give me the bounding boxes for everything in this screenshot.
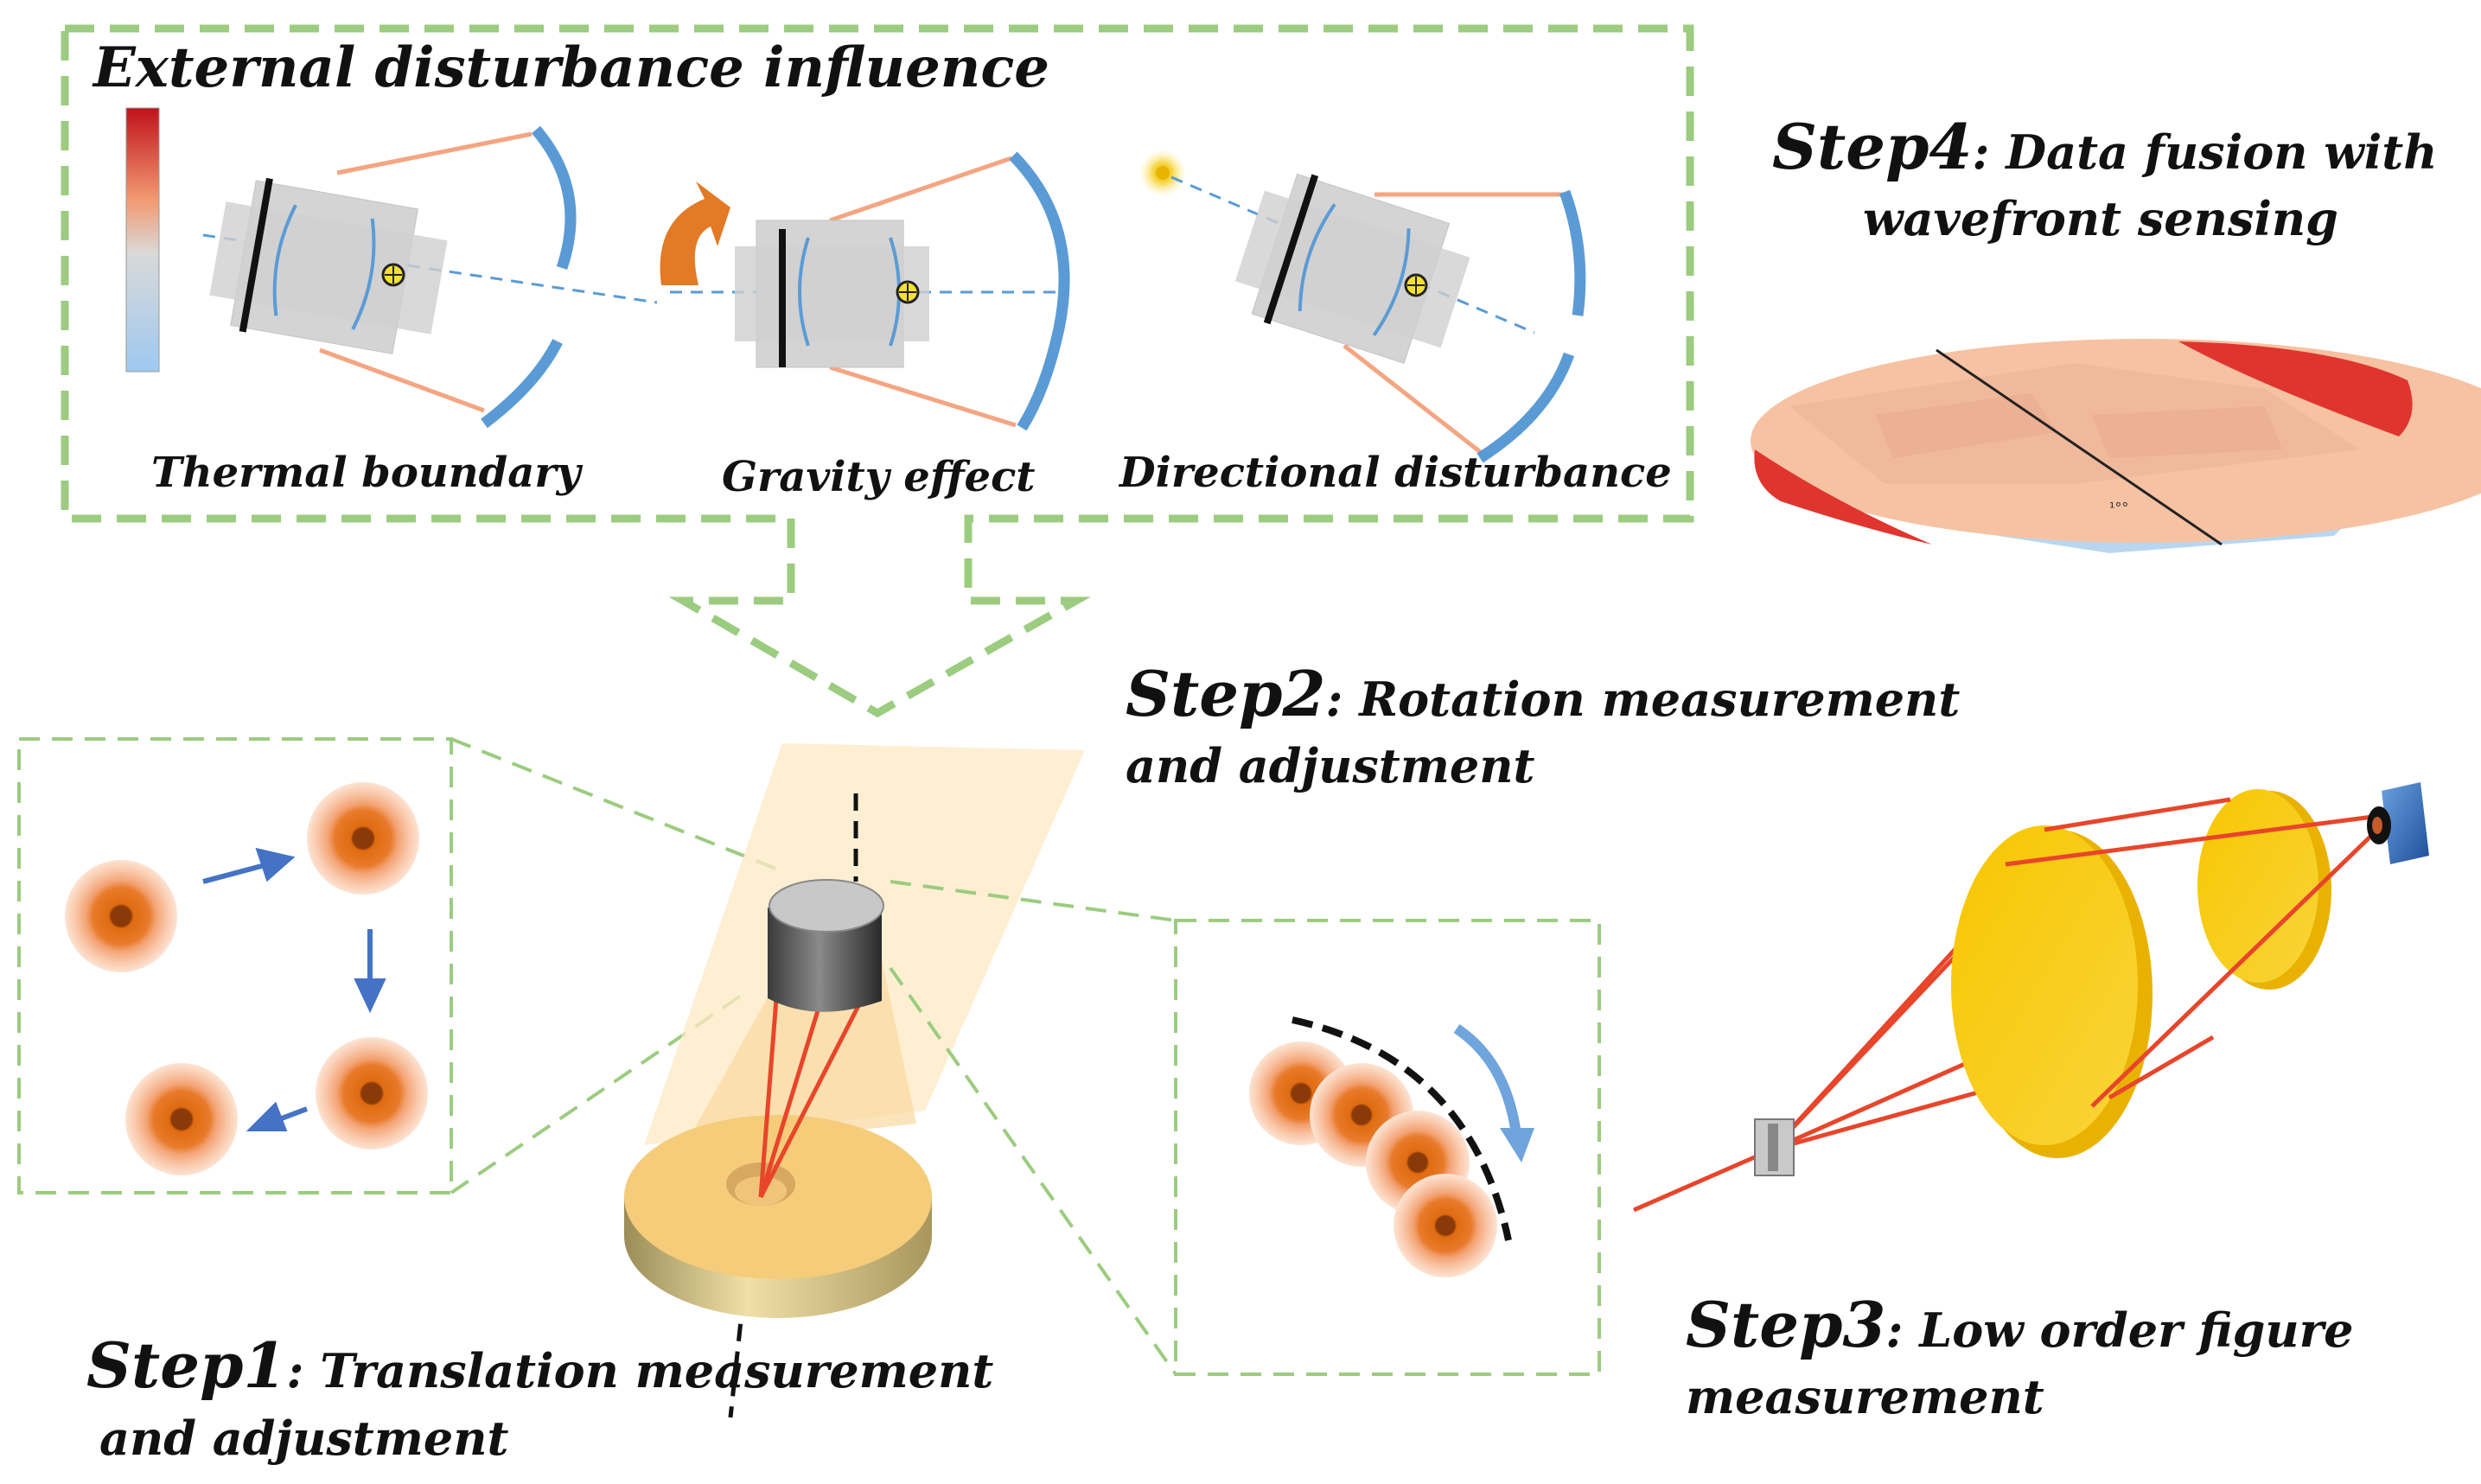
lens-large xyxy=(1951,825,2138,1145)
rotation-arc xyxy=(1292,1016,1512,1241)
step4-line1: : Data fusion with xyxy=(1973,124,2438,180)
rotation-arrow-icon xyxy=(660,182,730,285)
spot-4 xyxy=(125,1063,238,1175)
step4-text: Step4: Data fusion with xyxy=(1772,110,2438,183)
step3-text: Step3: Low order figure xyxy=(1686,1288,2353,1361)
external-disturbance-panel: External disturbance influence Thermal b… xyxy=(61,24,1694,718)
thermal-boundary-figure: Thermal boundary xyxy=(151,125,658,497)
step2-line2: and adjustment xyxy=(1126,738,1534,793)
arrow-1 xyxy=(202,862,269,884)
step1-arrows xyxy=(202,847,386,1131)
wavefront-map: ¹°° xyxy=(1751,339,2481,553)
spot-3 xyxy=(316,1037,428,1150)
external-title: External disturbance influence xyxy=(92,35,1049,100)
spot-1 xyxy=(65,860,177,972)
step4-name: Step4 xyxy=(1772,110,1973,183)
step1-zoom-border xyxy=(17,737,453,1194)
hot-lobe-right xyxy=(2178,341,2413,436)
step1-name: Step1 xyxy=(86,1328,287,1402)
diameter-mark: ¹°° xyxy=(2109,500,2128,516)
step2-zoom-border xyxy=(1174,919,1601,1376)
rotation-axis-bottom xyxy=(728,1296,746,1418)
lens-small xyxy=(2197,789,2318,983)
sensor-cylinder xyxy=(768,906,882,1012)
sensor-top xyxy=(769,879,884,933)
secondary-mirror-top xyxy=(532,125,577,271)
rot-spot-4 xyxy=(1394,1174,1497,1277)
step2-zoom-panel xyxy=(889,880,1601,1376)
arrow-2-head xyxy=(354,978,386,1014)
step1-text: Step1: Translation measurement xyxy=(86,1328,993,1402)
gravity-label: Gravity effect xyxy=(722,453,1035,501)
directional-disturbance-figure: Directional disturbance xyxy=(1118,150,1672,497)
step1-label-group: Step1: Translation measurement and adjus… xyxy=(86,1328,993,1466)
step3-line2: measurement xyxy=(1686,1369,2044,1424)
rotation-arrow xyxy=(1453,1024,1522,1142)
step4-group: Step4: Data fusion with wavefront sensin… xyxy=(1751,110,2481,553)
diameter-line xyxy=(1936,348,2223,546)
arrow-3-head xyxy=(246,1101,288,1131)
secondary-mirror-bottom xyxy=(481,339,563,429)
step1-line2: and adjustment xyxy=(99,1411,508,1466)
step3-line1: : Low order figure xyxy=(1886,1302,2354,1358)
step2-name: Step2 xyxy=(1126,657,1326,730)
step3-name: Step3 xyxy=(1686,1288,1886,1361)
step2-text: Step2: Rotation measurement xyxy=(1126,657,1960,730)
hot-lobe-left xyxy=(1754,449,1932,545)
laser-beams xyxy=(758,976,867,1199)
central-apparatus xyxy=(624,743,1085,1418)
step2-line1: : Rotation measurement xyxy=(1326,672,1961,727)
thermal-colorbar xyxy=(125,107,160,373)
camera-icon xyxy=(2382,782,2429,864)
thermal-label: Thermal boundary xyxy=(151,449,584,497)
step2-group: Step2: Rotation measurement and adjustme… xyxy=(1126,657,1960,793)
step3-optics xyxy=(1632,782,2429,1213)
primary-mirror xyxy=(239,177,273,333)
spot-2 xyxy=(307,782,419,895)
step4-line2: wavefront sensing xyxy=(1863,191,2338,246)
directional-label: Directional disturbance xyxy=(1118,449,1672,497)
arrow-1-head xyxy=(255,847,296,882)
rotation-arrow-head xyxy=(1500,1128,1534,1162)
step1-zoom-panel xyxy=(17,737,788,1194)
step1-line1: : Translation measurement xyxy=(287,1343,994,1398)
external-panel-border xyxy=(61,24,1694,718)
gravity-effect-figure: Gravity effect xyxy=(660,151,1070,501)
step3-label-group: Step3: Low order figure measurement xyxy=(1686,1288,2353,1424)
